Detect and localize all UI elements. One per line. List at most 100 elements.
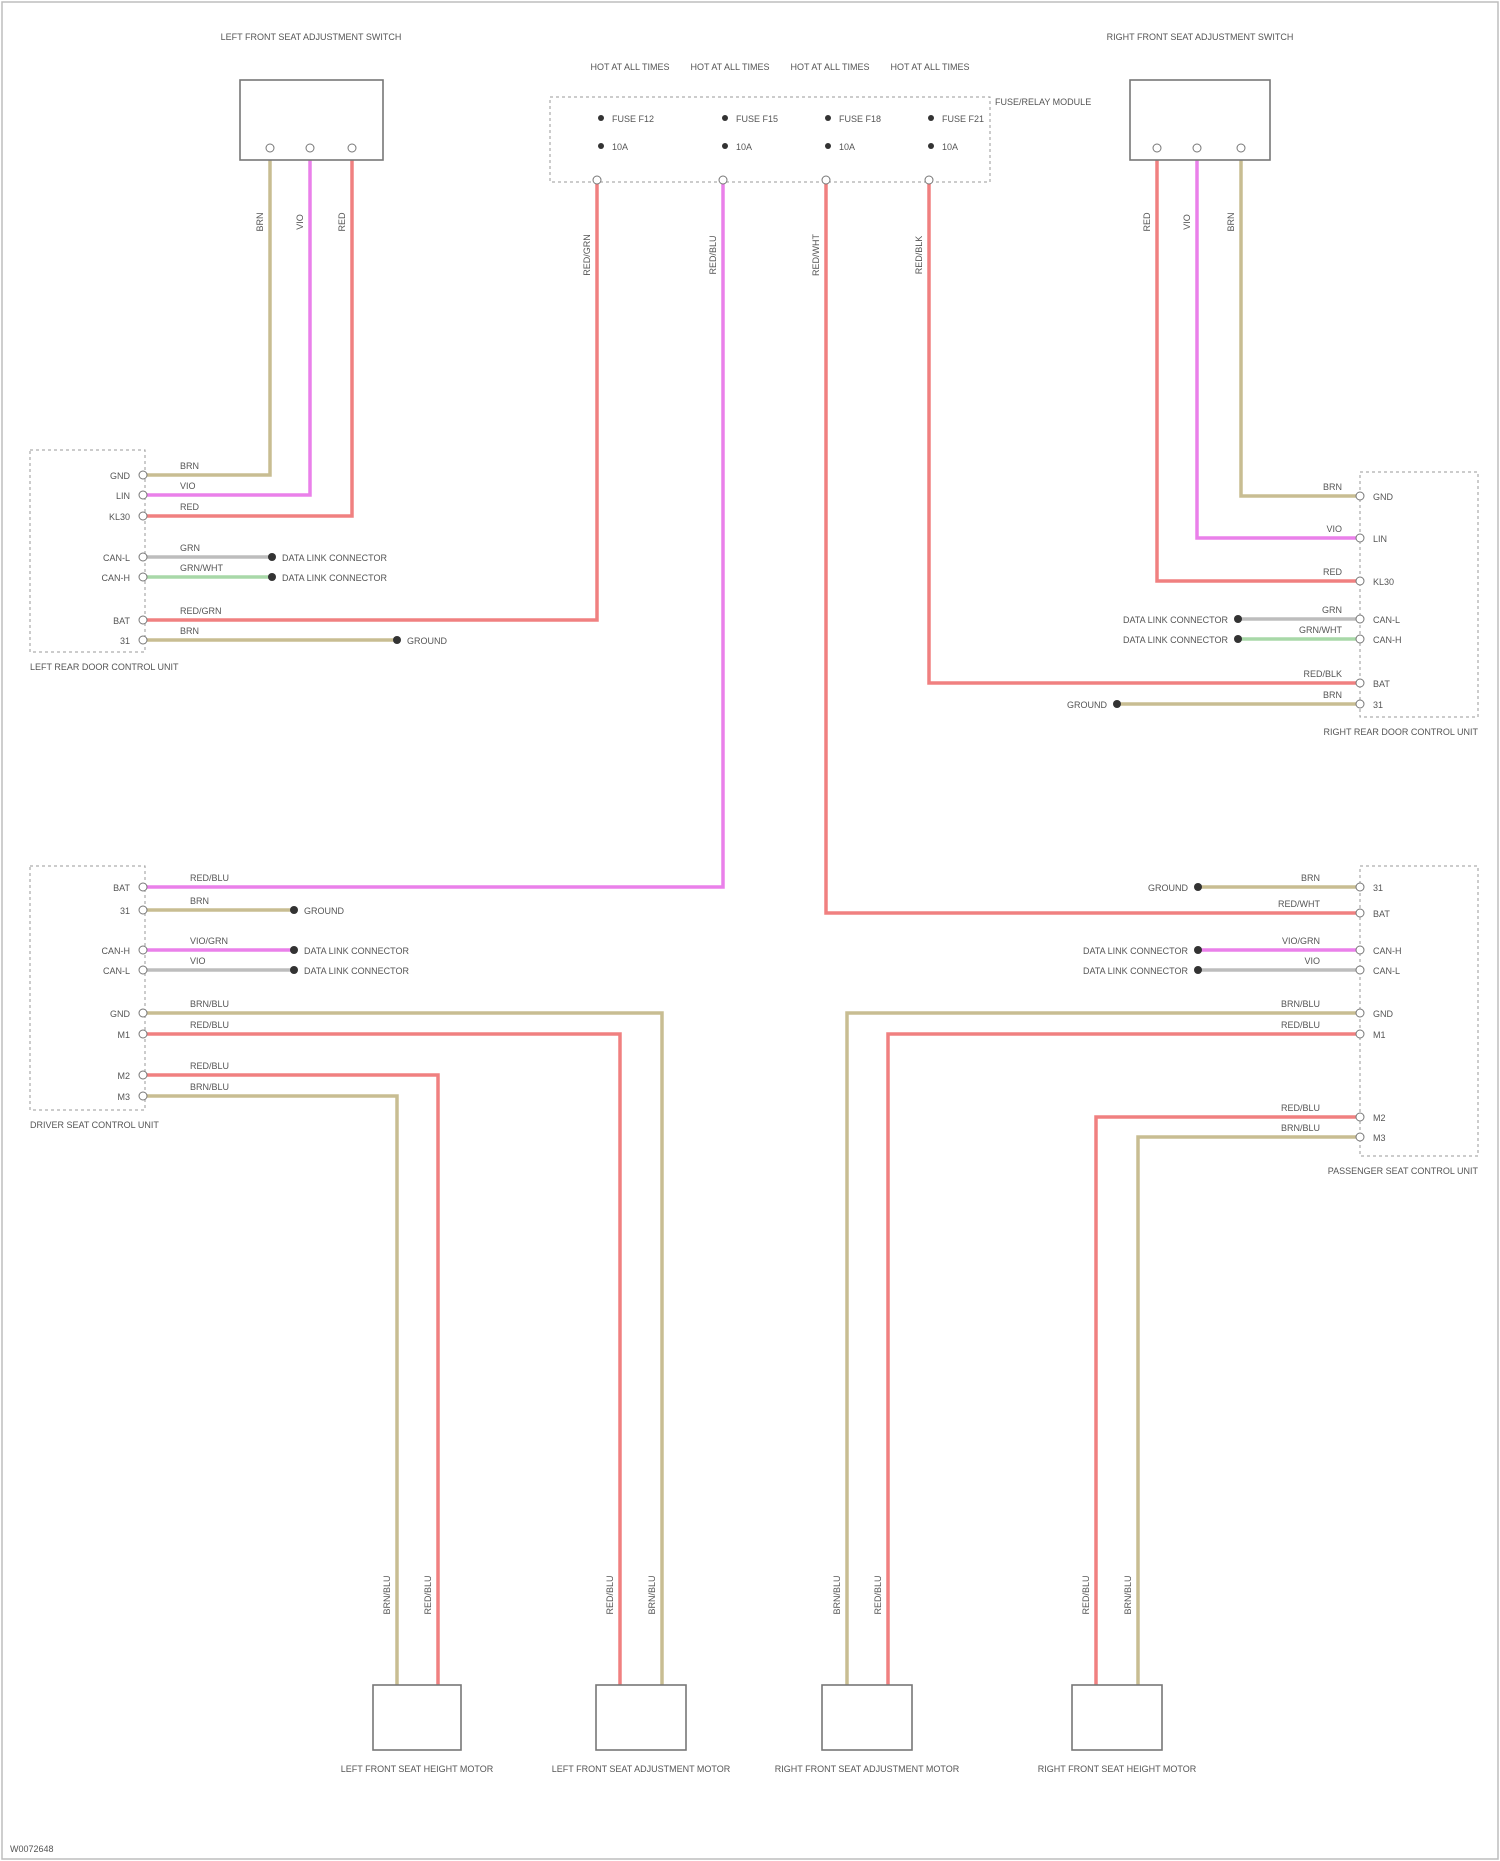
- hot-label-1: HOT AT ALL TIMES: [590, 62, 669, 72]
- right-door-label: RIGHT REAR DOOR CONTROL UNIT: [1323, 727, 1478, 737]
- svg-text:DATA LINK CONNECTOR: DATA LINK CONNECTOR: [282, 553, 388, 563]
- svg-text:RED/WHT: RED/WHT: [1278, 899, 1320, 909]
- svg-text:VIO/GRN: VIO/GRN: [190, 936, 228, 946]
- svg-text:BRN: BRN: [1323, 690, 1342, 700]
- motor-3: BRN/BLU RED/BLU RIGHT FRONT SEAT ADJUSTM…: [775, 1575, 960, 1774]
- svg-text:M3: M3: [117, 1092, 130, 1102]
- svg-text:RED/BLU: RED/BLU: [1281, 1020, 1320, 1030]
- svg-text:DATA LINK CONNECTOR: DATA LINK CONNECTOR: [282, 573, 388, 583]
- svg-text:CAN-L: CAN-L: [103, 966, 130, 976]
- svg-text:RED/BLU: RED/BLU: [190, 873, 229, 883]
- svg-text:CAN-H: CAN-H: [1373, 635, 1402, 645]
- svg-text:BRN/BLU: BRN/BLU: [647, 1575, 657, 1614]
- svg-text:31: 31: [1373, 700, 1383, 710]
- svg-text:VIO/GRN: VIO/GRN: [1282, 936, 1320, 946]
- motor-4: RED/BLU BRN/BLU RIGHT FRONT SEAT HEIGHT …: [1038, 1575, 1197, 1774]
- svg-text:RED: RED: [337, 212, 347, 232]
- svg-text:VIO: VIO: [190, 956, 206, 966]
- wire-left-switch-vio: [143, 160, 310, 495]
- fuse-feed-label-4: RED/BLK: [914, 236, 924, 275]
- wire-motor-1-red: [143, 1075, 438, 1685]
- svg-text:CAN-L: CAN-L: [103, 553, 130, 563]
- svg-text:RED/BLU: RED/BLU: [190, 1020, 229, 1030]
- svg-text:GRN: GRN: [180, 543, 200, 553]
- svg-text:RED: RED: [1323, 567, 1343, 577]
- hot-label-2: HOT AT ALL TIMES: [690, 62, 769, 72]
- fuse-label-2: FUSE F15: [736, 114, 778, 124]
- svg-text:BRN/BLU: BRN/BLU: [190, 1082, 229, 1092]
- svg-text:RED/BLU: RED/BLU: [1281, 1103, 1320, 1113]
- wire-motor-3-brn: [847, 1013, 1360, 1685]
- svg-text:CAN-L: CAN-L: [1373, 615, 1400, 625]
- wire-left-switch-red: [143, 160, 352, 516]
- wire-motor-2-brn: [143, 1013, 662, 1685]
- fuse-feed-label-1: RED/GRN: [582, 234, 592, 276]
- right-door-module: GND LIN KL30 CAN-L CAN-H BAT 31 BRN VIO …: [1067, 472, 1478, 737]
- svg-text:GND: GND: [110, 471, 131, 481]
- svg-text:DATA LINK CONNECTOR: DATA LINK CONNECTOR: [1123, 615, 1229, 625]
- svg-text:GND: GND: [1373, 1009, 1394, 1019]
- svg-text:31: 31: [1373, 883, 1383, 893]
- fusebox-title: FUSE/RELAY MODULE: [995, 97, 1091, 107]
- svg-text:BRN: BRN: [1301, 873, 1320, 883]
- svg-text:LIN: LIN: [1373, 534, 1387, 544]
- svg-text:DATA LINK CONNECTOR: DATA LINK CONNECTOR: [304, 966, 410, 976]
- motor-3-label: RIGHT FRONT SEAT ADJUSTMENT MOTOR: [775, 1764, 960, 1774]
- svg-text:BRN/BLU: BRN/BLU: [1281, 999, 1320, 1009]
- svg-text:RED/BLU: RED/BLU: [190, 1061, 229, 1071]
- svg-text:BRN/BLU: BRN/BLU: [1123, 1575, 1133, 1614]
- wire-right-switch-brn: [1241, 160, 1360, 496]
- amp-label-1: 10A: [612, 142, 628, 152]
- svg-text:KL30: KL30: [109, 512, 130, 522]
- footer-code: W0072648: [10, 1844, 54, 1854]
- svg-text:BRN/BLU: BRN/BLU: [190, 999, 229, 1009]
- left-seat-label: DRIVER SEAT CONTROL UNIT: [30, 1120, 159, 1130]
- svg-text:DATA LINK CONNECTOR: DATA LINK CONNECTOR: [1123, 635, 1229, 645]
- svg-text:BAT: BAT: [1373, 909, 1390, 919]
- svg-text:VIO: VIO: [1304, 956, 1320, 966]
- hot-label-4: HOT AT ALL TIMES: [890, 62, 969, 72]
- svg-text:BRN/BLU: BRN/BLU: [832, 1575, 842, 1614]
- svg-text:BAT: BAT: [1373, 679, 1390, 689]
- svg-text:31: 31: [120, 636, 130, 646]
- svg-text:GND: GND: [110, 1009, 131, 1019]
- fuse-label-1: FUSE F12: [612, 114, 654, 124]
- svg-text:DATA LINK CONNECTOR: DATA LINK CONNECTOR: [1083, 946, 1189, 956]
- svg-text:GRN/WHT: GRN/WHT: [180, 563, 223, 573]
- svg-text:LIN: LIN: [116, 491, 130, 501]
- svg-text:VIO: VIO: [180, 481, 196, 491]
- fuse-feed-label-2: RED/BLU: [708, 235, 718, 274]
- svg-text:GROUND: GROUND: [1148, 883, 1188, 893]
- svg-text:M2: M2: [1373, 1113, 1386, 1123]
- svg-text:VIO: VIO: [1326, 524, 1342, 534]
- fuse-label-4: FUSE F21: [942, 114, 984, 124]
- svg-text:BRN: BRN: [255, 212, 265, 231]
- amp-label-2: 10A: [736, 142, 752, 152]
- svg-text:DATA LINK CONNECTOR: DATA LINK CONNECTOR: [304, 946, 410, 956]
- svg-text:VIO: VIO: [295, 214, 305, 230]
- svg-text:GRN/WHT: GRN/WHT: [1299, 625, 1342, 635]
- svg-text:BRN: BRN: [190, 896, 209, 906]
- svg-text:BRN: BRN: [1323, 482, 1342, 492]
- svg-text:CAN-H: CAN-H: [102, 946, 131, 956]
- svg-text:VIO: VIO: [1182, 214, 1192, 230]
- svg-text:RED/BLU: RED/BLU: [605, 1575, 615, 1614]
- motor-2-label: LEFT FRONT SEAT ADJUSTMENT MOTOR: [552, 1764, 731, 1774]
- motor-2: RED/BLU BRN/BLU LEFT FRONT SEAT ADJUSTME…: [552, 1575, 731, 1774]
- wire-left-switch-brn: [143, 160, 270, 475]
- svg-text:GRN: GRN: [1322, 605, 1342, 615]
- svg-text:GROUND: GROUND: [304, 906, 344, 916]
- left-switch: LEFT FRONT SEAT ADJUSTMENT SWITCH: [221, 32, 402, 160]
- amp-label-4: 10A: [942, 142, 958, 152]
- svg-text:RED/GRN: RED/GRN: [180, 606, 222, 616]
- right-seat-label: PASSENGER SEAT CONTROL UNIT: [1328, 1166, 1479, 1176]
- wire-fuse-f15-feed: [143, 185, 723, 887]
- wire-fuse-f18-feed: [826, 185, 1360, 913]
- svg-text:BRN: BRN: [180, 461, 199, 471]
- wire-motor-4-red: [1096, 1117, 1360, 1685]
- motor-1-label: LEFT FRONT SEAT HEIGHT MOTOR: [341, 1764, 494, 1774]
- svg-text:RED/BLK: RED/BLK: [1303, 669, 1342, 679]
- left-seat-module: BAT 31 CAN-H CAN-L GND M1 M2 M3 RED/BLU …: [30, 866, 410, 1130]
- wire-motor-1-brn: [143, 1096, 397, 1685]
- svg-text:M2: M2: [117, 1071, 130, 1081]
